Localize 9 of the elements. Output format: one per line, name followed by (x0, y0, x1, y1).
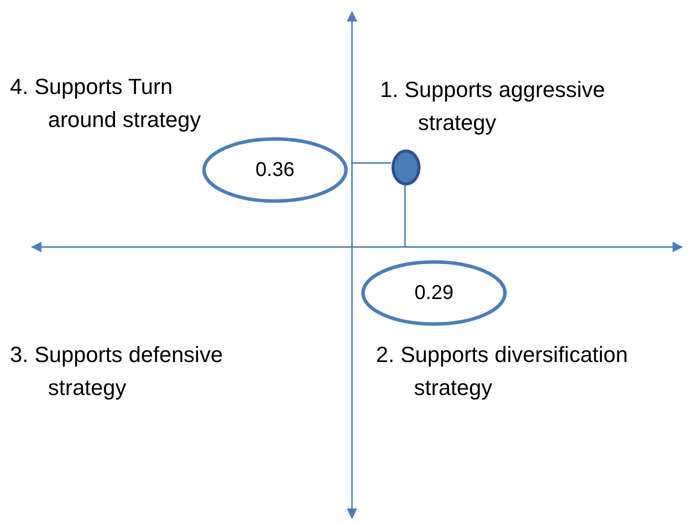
value-label: 0.36 (256, 158, 294, 182)
quadrant-label: 2. Supports diversification strategy (376, 341, 629, 402)
quadrant-label: 4. Supports Turn around strategy (10, 73, 202, 134)
value-ellipse (361, 260, 507, 326)
value-ellipse (202, 137, 348, 203)
value-label: 0.29 (414, 282, 454, 304)
quadrant-label: 3. Supports defensive strategy (10, 341, 224, 402)
point-marker (391, 149, 421, 186)
quadrant-label: 1. Supports aggressive strategy (380, 76, 606, 137)
